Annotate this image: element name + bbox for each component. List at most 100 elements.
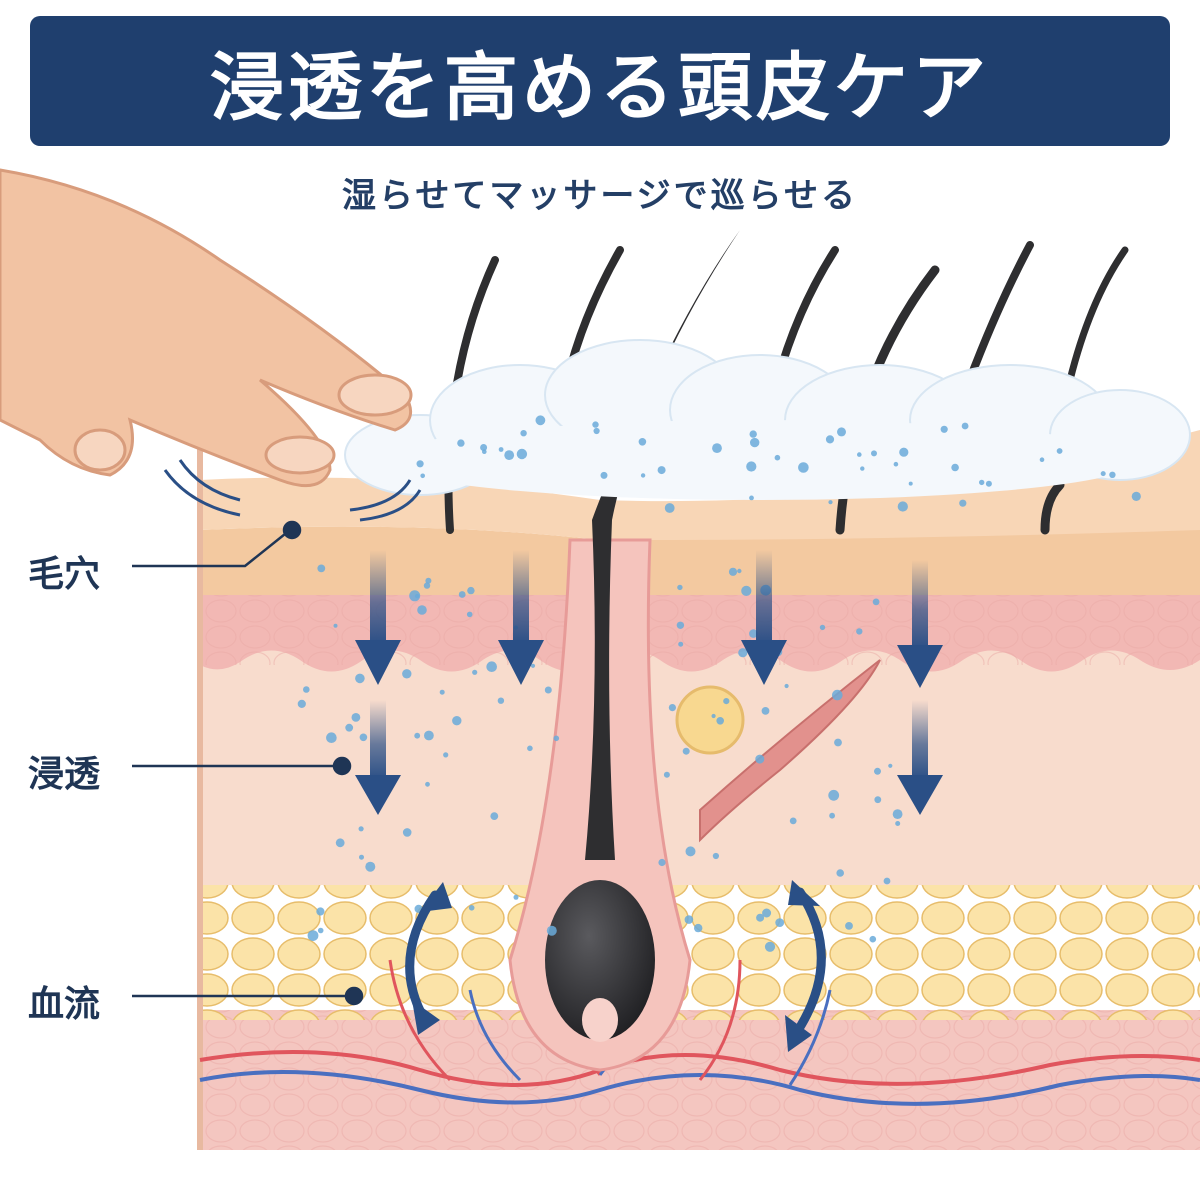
bubble [869, 935, 877, 943]
bubble [409, 590, 421, 602]
bubble [1131, 491, 1141, 501]
page-subtitle: 湿らせてマッサージで巡らせる [342, 176, 858, 216]
bubble [553, 735, 560, 742]
bubble [530, 663, 536, 668]
bubble [333, 623, 338, 628]
bubble [663, 771, 670, 778]
bubble [480, 444, 488, 451]
bubble [828, 789, 840, 801]
bubble [716, 717, 724, 725]
bubble [365, 861, 376, 872]
arrector-pili-muscle [699, 659, 881, 843]
skin-layers [197, 430, 1200, 1150]
bubble [961, 422, 969, 430]
penetration-arrows [355, 550, 943, 815]
vibration-lines-icon [163, 459, 422, 522]
bubble [640, 473, 646, 478]
foam [344, 339, 1191, 500]
bubble [472, 669, 478, 675]
bubble [755, 754, 765, 764]
down-arrow-icon [355, 550, 401, 685]
bubble [544, 686, 552, 694]
bubble [326, 732, 337, 743]
bubble [420, 473, 426, 479]
bubble [317, 927, 324, 934]
bubble [345, 723, 354, 732]
bubble [749, 629, 758, 638]
bubble [834, 738, 842, 747]
down-arrow-icon [355, 700, 401, 815]
bubble [402, 669, 412, 679]
bubble [317, 564, 326, 573]
hair-shaft [585, 230, 740, 860]
bubble [749, 430, 757, 438]
bubble [668, 704, 677, 712]
dermal-papilla [582, 998, 618, 1042]
label-penetration: 浸透 [28, 754, 101, 795]
bubble [897, 501, 908, 512]
bubble [520, 430, 527, 437]
bubble [712, 443, 722, 453]
bubble [592, 421, 599, 428]
bubble [836, 869, 844, 877]
bubble [490, 812, 499, 820]
bubble [443, 752, 449, 758]
bubble [682, 747, 690, 755]
bubble [452, 716, 462, 726]
bubble [711, 713, 716, 719]
bubble [829, 812, 835, 819]
down-arrow-icon [897, 700, 943, 815]
bubble [756, 913, 765, 922]
bubble [638, 438, 647, 446]
bubble [951, 463, 959, 472]
artery [199, 1050, 1200, 1087]
bubble [761, 707, 770, 715]
bubble [486, 661, 498, 672]
bubble [417, 605, 427, 615]
bubble [516, 448, 528, 460]
bubble [402, 828, 412, 837]
bubble [872, 598, 880, 606]
bubble [527, 745, 533, 752]
bubble [414, 732, 421, 739]
label-blood-flow: 血流 [28, 984, 101, 1025]
hand-icon [0, 168, 413, 488]
bubble [355, 673, 365, 684]
bubble [749, 495, 754, 501]
bubble [466, 611, 473, 618]
bubble [684, 915, 694, 924]
down-arrow-icon [498, 550, 544, 685]
bubble [676, 621, 685, 629]
bubble [774, 454, 781, 461]
bubble [860, 466, 865, 471]
bubble [737, 568, 742, 574]
bubble [871, 450, 877, 457]
sebaceous-gland [675, 685, 745, 755]
bubble [888, 763, 893, 768]
bubble [723, 698, 730, 705]
bubble [750, 437, 760, 448]
bubble [482, 449, 487, 455]
circulation-arrow-icon [785, 880, 826, 1052]
bubble [497, 697, 505, 704]
bubble [892, 809, 903, 819]
bubble [498, 447, 504, 452]
bubble [658, 858, 666, 867]
bubble [728, 567, 738, 576]
bubble [504, 450, 515, 460]
bubble [832, 689, 843, 701]
bubble [513, 894, 519, 900]
fat-layer [200, 880, 1200, 1020]
bubble [798, 462, 809, 473]
bubble [468, 905, 475, 911]
bubble [1109, 471, 1116, 478]
bubble [845, 922, 853, 930]
bubble [764, 941, 776, 952]
bubble [979, 479, 985, 486]
bubble [425, 781, 430, 787]
bubble [457, 439, 465, 447]
bubble [297, 699, 306, 709]
bubble [416, 460, 424, 468]
bubble [712, 852, 720, 860]
bubble [685, 846, 696, 857]
